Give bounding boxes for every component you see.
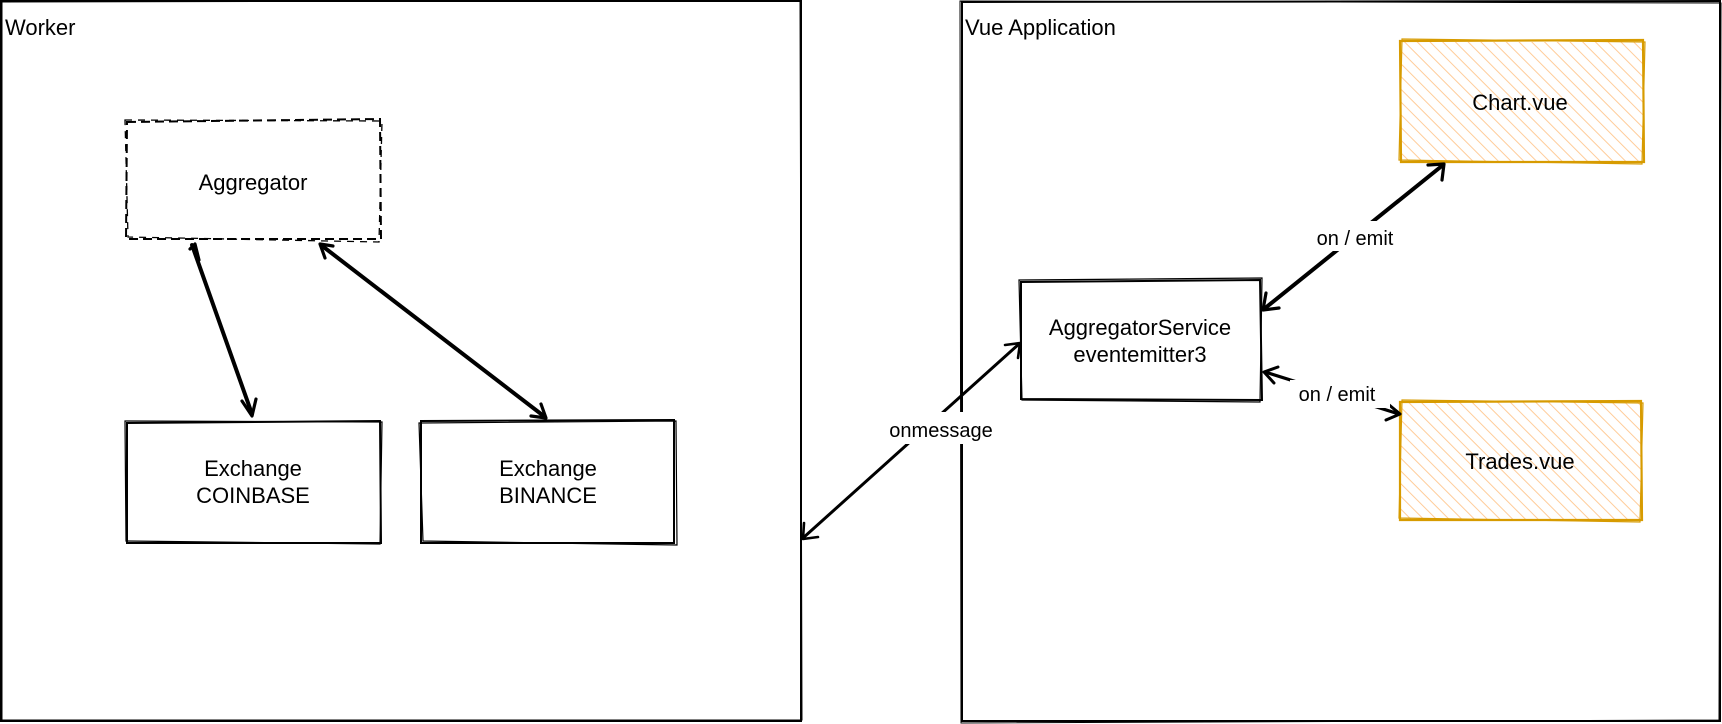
exchange-coinbase-line2: COINBASE bbox=[196, 483, 310, 508]
trades-vue-label: Trades.vue bbox=[1465, 449, 1574, 474]
exchange-binance-line1: Exchange bbox=[499, 456, 597, 481]
exchange-coinbase-line1: Exchange bbox=[204, 456, 302, 481]
chart-vue-label: Chart.vue bbox=[1472, 90, 1567, 115]
edge-onmessage-label-bg bbox=[876, 412, 1006, 444]
edge-onmessage-label: onmessage bbox=[889, 420, 992, 442]
aggregator-service-line2: eventemitter3 bbox=[1073, 342, 1206, 367]
worker-title: Worker bbox=[5, 15, 76, 40]
edge-trades-label-bg bbox=[1290, 380, 1390, 408]
edge-chart-label: on / emit bbox=[1317, 228, 1394, 250]
edge-trades-label: on / emit bbox=[1299, 384, 1376, 406]
aggregator-service-line1: AggregatorService bbox=[1049, 315, 1231, 340]
aggregator-label: Aggregator bbox=[199, 170, 308, 195]
vue-application-container: Vue Application bbox=[959, 0, 1722, 724]
exchange-binance-line2: BINANCE bbox=[499, 483, 597, 508]
trades-vue-node: Trades.vue bbox=[1398, 399, 1644, 523]
exchange-coinbase-node: Exchange COINBASE bbox=[124, 419, 383, 545]
vue-application-title: Vue Application bbox=[965, 15, 1116, 40]
chart-vue-node: Chart.vue bbox=[1398, 38, 1646, 165]
edge-chart-label-bg bbox=[1308, 221, 1416, 251]
exchange-binance-node: Exchange BINANCE bbox=[418, 418, 678, 546]
edge-aggregator-binance bbox=[318, 242, 548, 420]
aggregator-service-node: AggregatorService eventemitter3 bbox=[1018, 277, 1264, 403]
worker-container: Worker bbox=[0, 0, 803, 722]
edge-aggregator-coinbase bbox=[188, 242, 258, 418]
aggregator-node: Aggregator bbox=[124, 117, 383, 243]
